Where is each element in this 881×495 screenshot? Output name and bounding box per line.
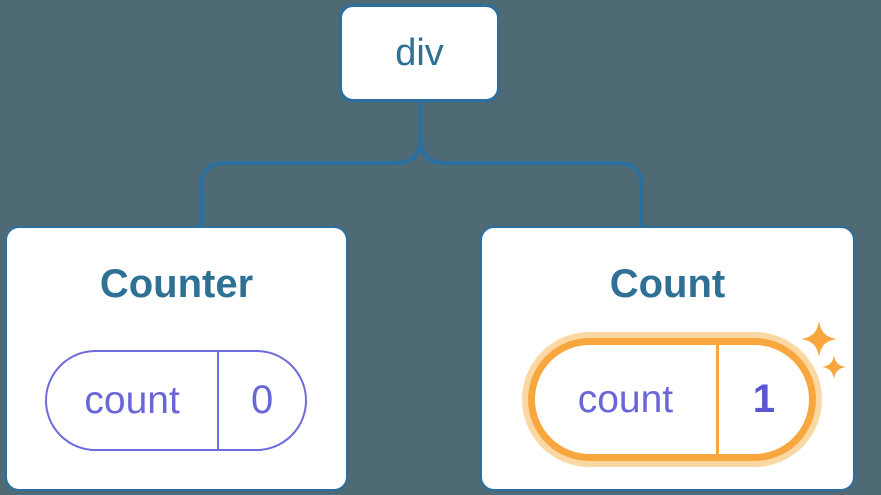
- state-key-label: count: [84, 378, 180, 422]
- state-value: 1: [715, 345, 809, 454]
- root-node-label: div: [395, 31, 444, 74]
- state-pill: count 0: [45, 350, 307, 451]
- sparkle-large: [801, 321, 837, 357]
- state-key-label: count: [577, 377, 674, 421]
- component-title: Counter: [99, 262, 254, 306]
- connector-branch-left: [199, 100, 423, 229]
- connector-branch-right: [418, 100, 644, 229]
- sparkle-small: [822, 355, 846, 379]
- component-title: Count: [609, 262, 726, 306]
- sparkles-icon: [801, 321, 846, 379]
- component-card-count: Count count 1: [480, 226, 855, 491]
- tree-root-node: div: [339, 4, 500, 102]
- state-pill-highlight: count 1: [522, 332, 822, 467]
- state-value: 0: [217, 352, 305, 449]
- component-card-counter: Counter count 0: [5, 226, 348, 491]
- state-pill: count 1: [528, 338, 816, 461]
